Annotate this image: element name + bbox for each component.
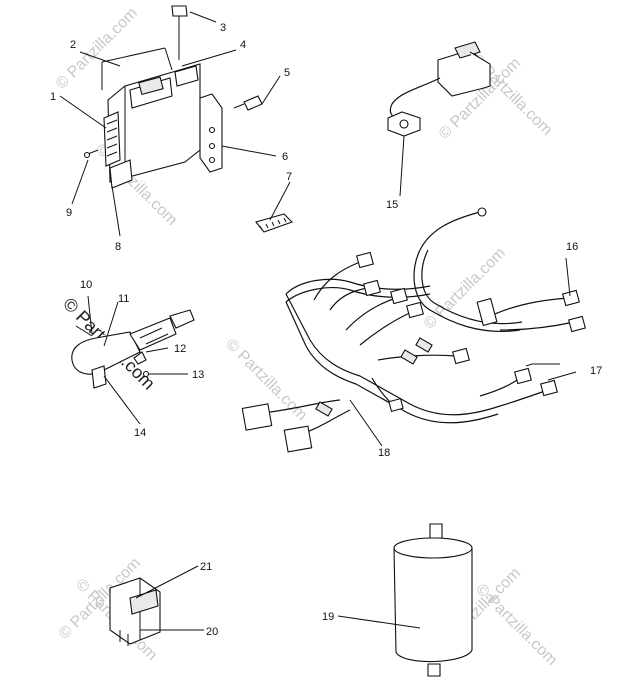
callout-12: 12: [174, 343, 186, 355]
relay-module: [109, 577, 161, 646]
callout-15: 15: [386, 199, 398, 211]
callout-13: 13: [192, 369, 204, 381]
callout-16: 16: [566, 241, 578, 253]
callout-14: 14: [134, 427, 146, 439]
sensor-assembly: [387, 41, 491, 137]
callout-8: 8: [115, 241, 121, 253]
callout-21: 21: [200, 561, 212, 573]
callout-4: 4: [240, 39, 246, 51]
callout-20: 20: [206, 626, 218, 638]
callout-10: 10: [80, 279, 92, 291]
callout-11: 11: [118, 293, 129, 305]
watermark-bottom-right-2: © Partzilla.com: [472, 581, 560, 669]
watermark-top-left: © Partzilla.com: [53, 5, 141, 93]
ecu-module: [83, 5, 263, 189]
callout-5: 5: [284, 67, 290, 79]
callout-18: 18: [378, 447, 390, 459]
callout-9: 9: [66, 207, 72, 219]
fuel-filter: [393, 523, 473, 677]
sensor-plug: [71, 309, 195, 389]
callout-1: 1: [50, 91, 56, 103]
callout-7: 7: [286, 171, 292, 183]
callout-19: 19: [322, 611, 334, 623]
callouts: 1 2 3 4 5 6 7 8 9 10 11 12 13 14 15 16 1…: [50, 22, 602, 638]
chip-relay: [255, 213, 294, 233]
leader-lines: [59, 11, 577, 631]
callout-3: 3: [220, 22, 226, 34]
callout-17: 17: [590, 365, 602, 377]
callout-2: 2: [70, 39, 76, 51]
callout-6: 6: [282, 151, 288, 163]
wiring-harness: [241, 207, 586, 453]
